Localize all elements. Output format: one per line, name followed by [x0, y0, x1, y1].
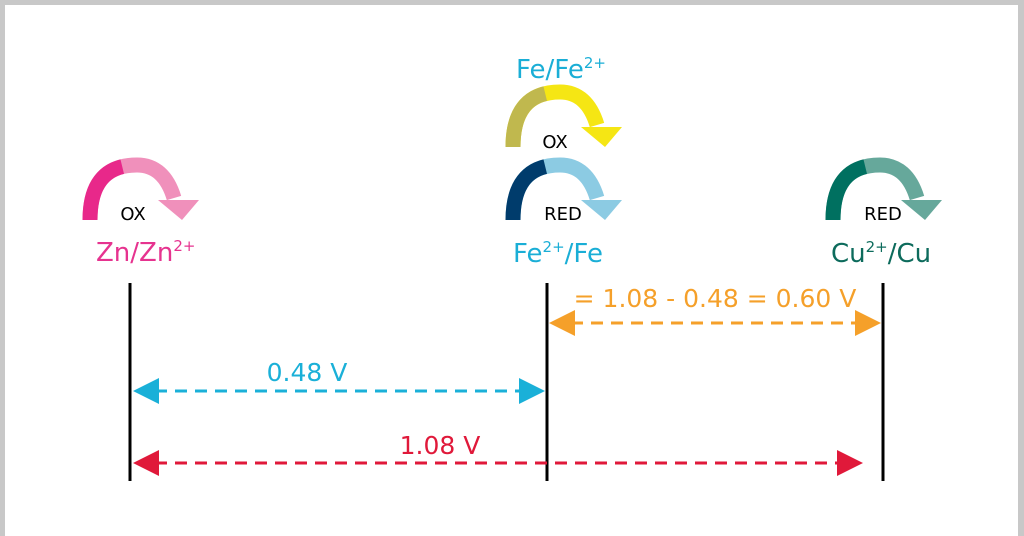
zn-couple-label: Zn/Zn2+ — [96, 237, 195, 268]
fe-ox-couple-label: Fe/Fe2+ — [516, 54, 606, 85]
cu-red-couple-label: Cu2+/Cu — [831, 238, 931, 269]
diagram-canvas — [5, 5, 1018, 536]
fe-ox-process-label: OX — [542, 132, 567, 153]
arrowhead-right-icon — [855, 310, 881, 336]
zn-fe-difference-label: 0.48 V — [267, 358, 348, 387]
cu-red-arrow-icon — [825, 157, 942, 221]
fe-ox-arrow-icon — [505, 84, 622, 148]
fe-cu-difference-arrow — [549, 310, 881, 336]
arrowhead-left-icon — [549, 310, 575, 336]
zn-cu-difference-arrow — [133, 450, 863, 476]
zn-fe-difference-arrow — [133, 378, 545, 404]
arrowhead-right-icon — [837, 450, 863, 476]
arrowhead-right-icon — [519, 378, 545, 404]
zn-process-label: OX — [120, 204, 145, 225]
fe-cu-difference-label: = 1.08 - 0.48 = 0.60 V — [574, 284, 857, 313]
arrowhead-left-icon — [133, 378, 159, 404]
fe-red-couple-label: Fe2+/Fe — [513, 238, 603, 269]
arrowhead-left-icon — [133, 450, 159, 476]
zn-cu-difference-label: 1.08 V — [400, 431, 481, 460]
fe-red-process-label: RED — [544, 204, 582, 225]
zn-ox-arrow-icon — [82, 157, 199, 221]
cu-red-process-label: RED — [864, 204, 902, 225]
fe-red-arrow-icon — [505, 157, 622, 221]
